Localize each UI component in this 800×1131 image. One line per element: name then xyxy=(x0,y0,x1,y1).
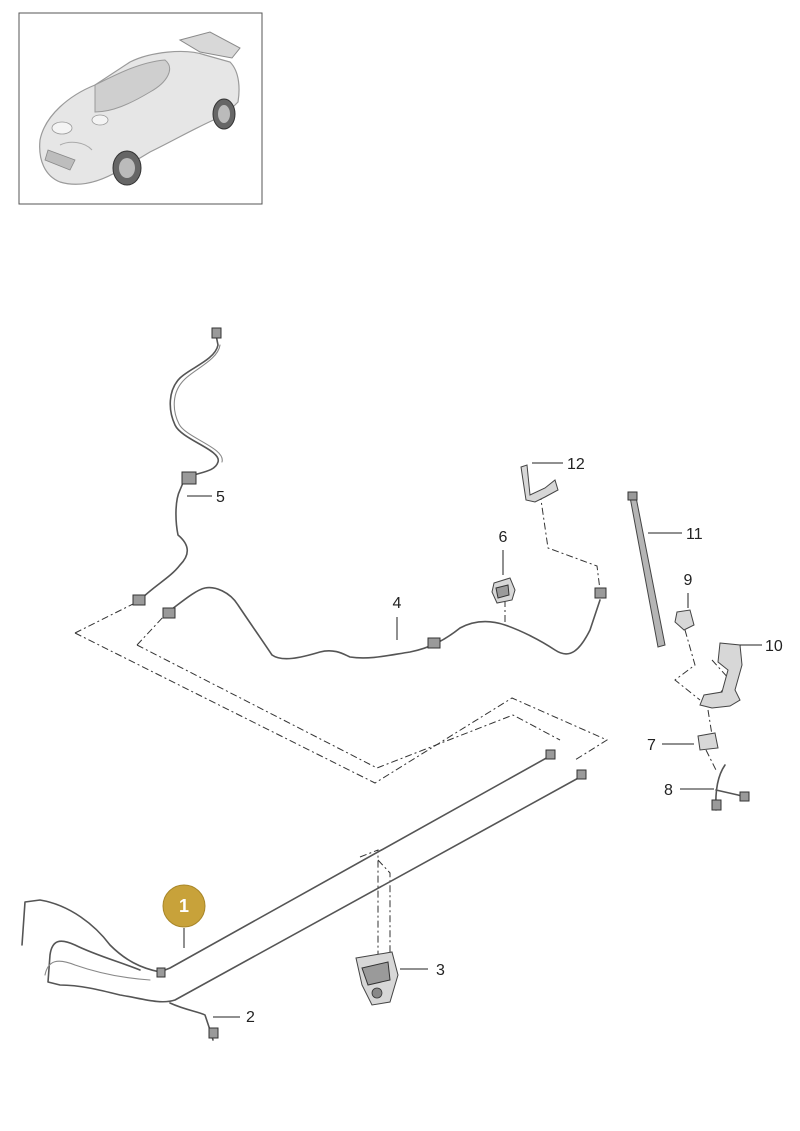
callout-3-label[interactable]: 3 xyxy=(436,962,445,979)
clip-part-6[interactable] xyxy=(491,577,516,604)
line-fitting xyxy=(211,327,222,339)
line-fitting xyxy=(132,594,146,606)
brake-line-part-8[interactable] xyxy=(711,764,750,811)
rod-part-11[interactable] xyxy=(627,491,666,648)
callout-4-label[interactable]: 4 xyxy=(393,595,402,612)
line-fitting xyxy=(627,491,638,501)
callout-7-label[interactable]: 7 xyxy=(647,737,656,754)
line-fitting xyxy=(427,637,441,649)
callout-1-badge xyxy=(162,884,206,928)
callout-12-label[interactable]: 12 xyxy=(567,456,585,473)
car-icon xyxy=(39,31,241,186)
car-thumbnail xyxy=(18,12,263,205)
bolt-part-9[interactable] xyxy=(674,609,695,631)
assembly-guide-lines xyxy=(74,492,731,960)
callout-6-label[interactable]: 6 xyxy=(499,529,508,546)
callout-1[interactable]: 1 xyxy=(162,884,206,928)
line-fitting xyxy=(576,769,587,780)
line-fitting xyxy=(739,791,750,802)
line-fitting xyxy=(208,1027,219,1039)
brake-line-part-4[interactable] xyxy=(162,586,607,660)
line-fitting xyxy=(181,471,197,485)
bracket-part-12[interactable] xyxy=(520,464,559,503)
line-fitting xyxy=(711,799,722,811)
callout-2-label[interactable]: 2 xyxy=(246,1009,255,1026)
line-fitting xyxy=(545,749,556,760)
callout-8-label[interactable]: 8 xyxy=(664,782,673,799)
leader-lines xyxy=(183,462,762,1018)
callout-10-label[interactable]: 10 xyxy=(765,638,783,655)
bracket-part-3[interactable] xyxy=(355,951,399,1006)
callout-1-label: 1 xyxy=(179,896,189,916)
brake-line-part-5[interactable] xyxy=(132,327,223,606)
bracket-part-10[interactable] xyxy=(699,642,743,709)
callout-11-label[interactable]: 11 xyxy=(686,526,703,543)
line-fitting xyxy=(162,607,176,619)
callout-5-label[interactable]: 5 xyxy=(216,489,225,506)
line-fitting xyxy=(594,587,607,599)
line-fitting xyxy=(156,967,166,978)
clip-part-7[interactable] xyxy=(697,732,719,751)
brake-line-part-2[interactable] xyxy=(169,1002,219,1041)
callout-9-label[interactable]: 9 xyxy=(684,572,693,589)
brake-line-part-1[interactable] xyxy=(21,749,587,1003)
